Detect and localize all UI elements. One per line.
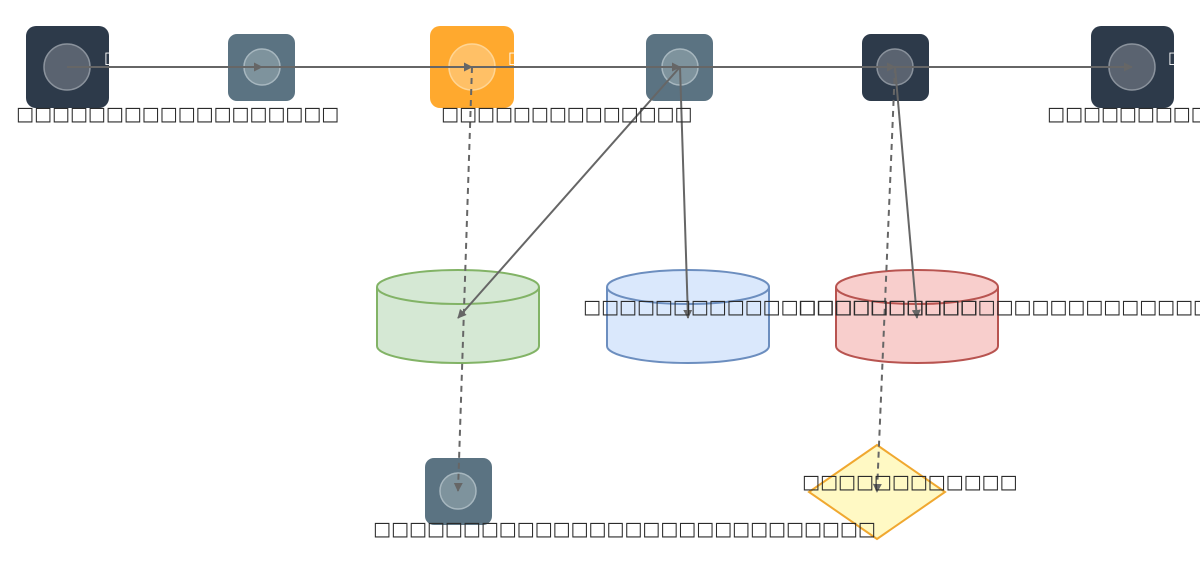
label-decision: □□□□□□□□□□□□: [802, 471, 1017, 493]
cylinder-red[interactable]: [835, 269, 999, 364]
label-cylinder-red: □□□□□□□□□□□□□□□□□□□□□□□□□□□□□□□□□□: [798, 296, 1200, 318]
label-bottom-node: □□□□□□□□□□□□□□□□□□□□□□□□□□□□: [373, 518, 876, 540]
label-source-b: □□□□□□□□□□□□□□: [441, 103, 692, 125]
edge-5-decision-dashed: [872, 66, 896, 493]
edge-4-green: [457, 66, 681, 319]
node-badge: □: [1168, 48, 1183, 67]
edges: [67, 62, 1133, 493]
edge-4-blue: [679, 66, 693, 319]
node-badge: □: [104, 48, 119, 67]
label-cylinder-blue: □□□□□□□□□□□□□□□□□□□□□□: [583, 296, 978, 318]
label-sink: □□□□□□□□□□□□□□□□□□□: [1047, 103, 1200, 125]
node-badge: □: [508, 48, 523, 67]
edge-5-red: [894, 66, 921, 319]
edge-3-bottom-dashed: [453, 66, 473, 492]
label-source-a: □□□□□□□□□□□□□□□□□□: [16, 103, 339, 125]
cylinder-green[interactable]: [376, 269, 540, 364]
